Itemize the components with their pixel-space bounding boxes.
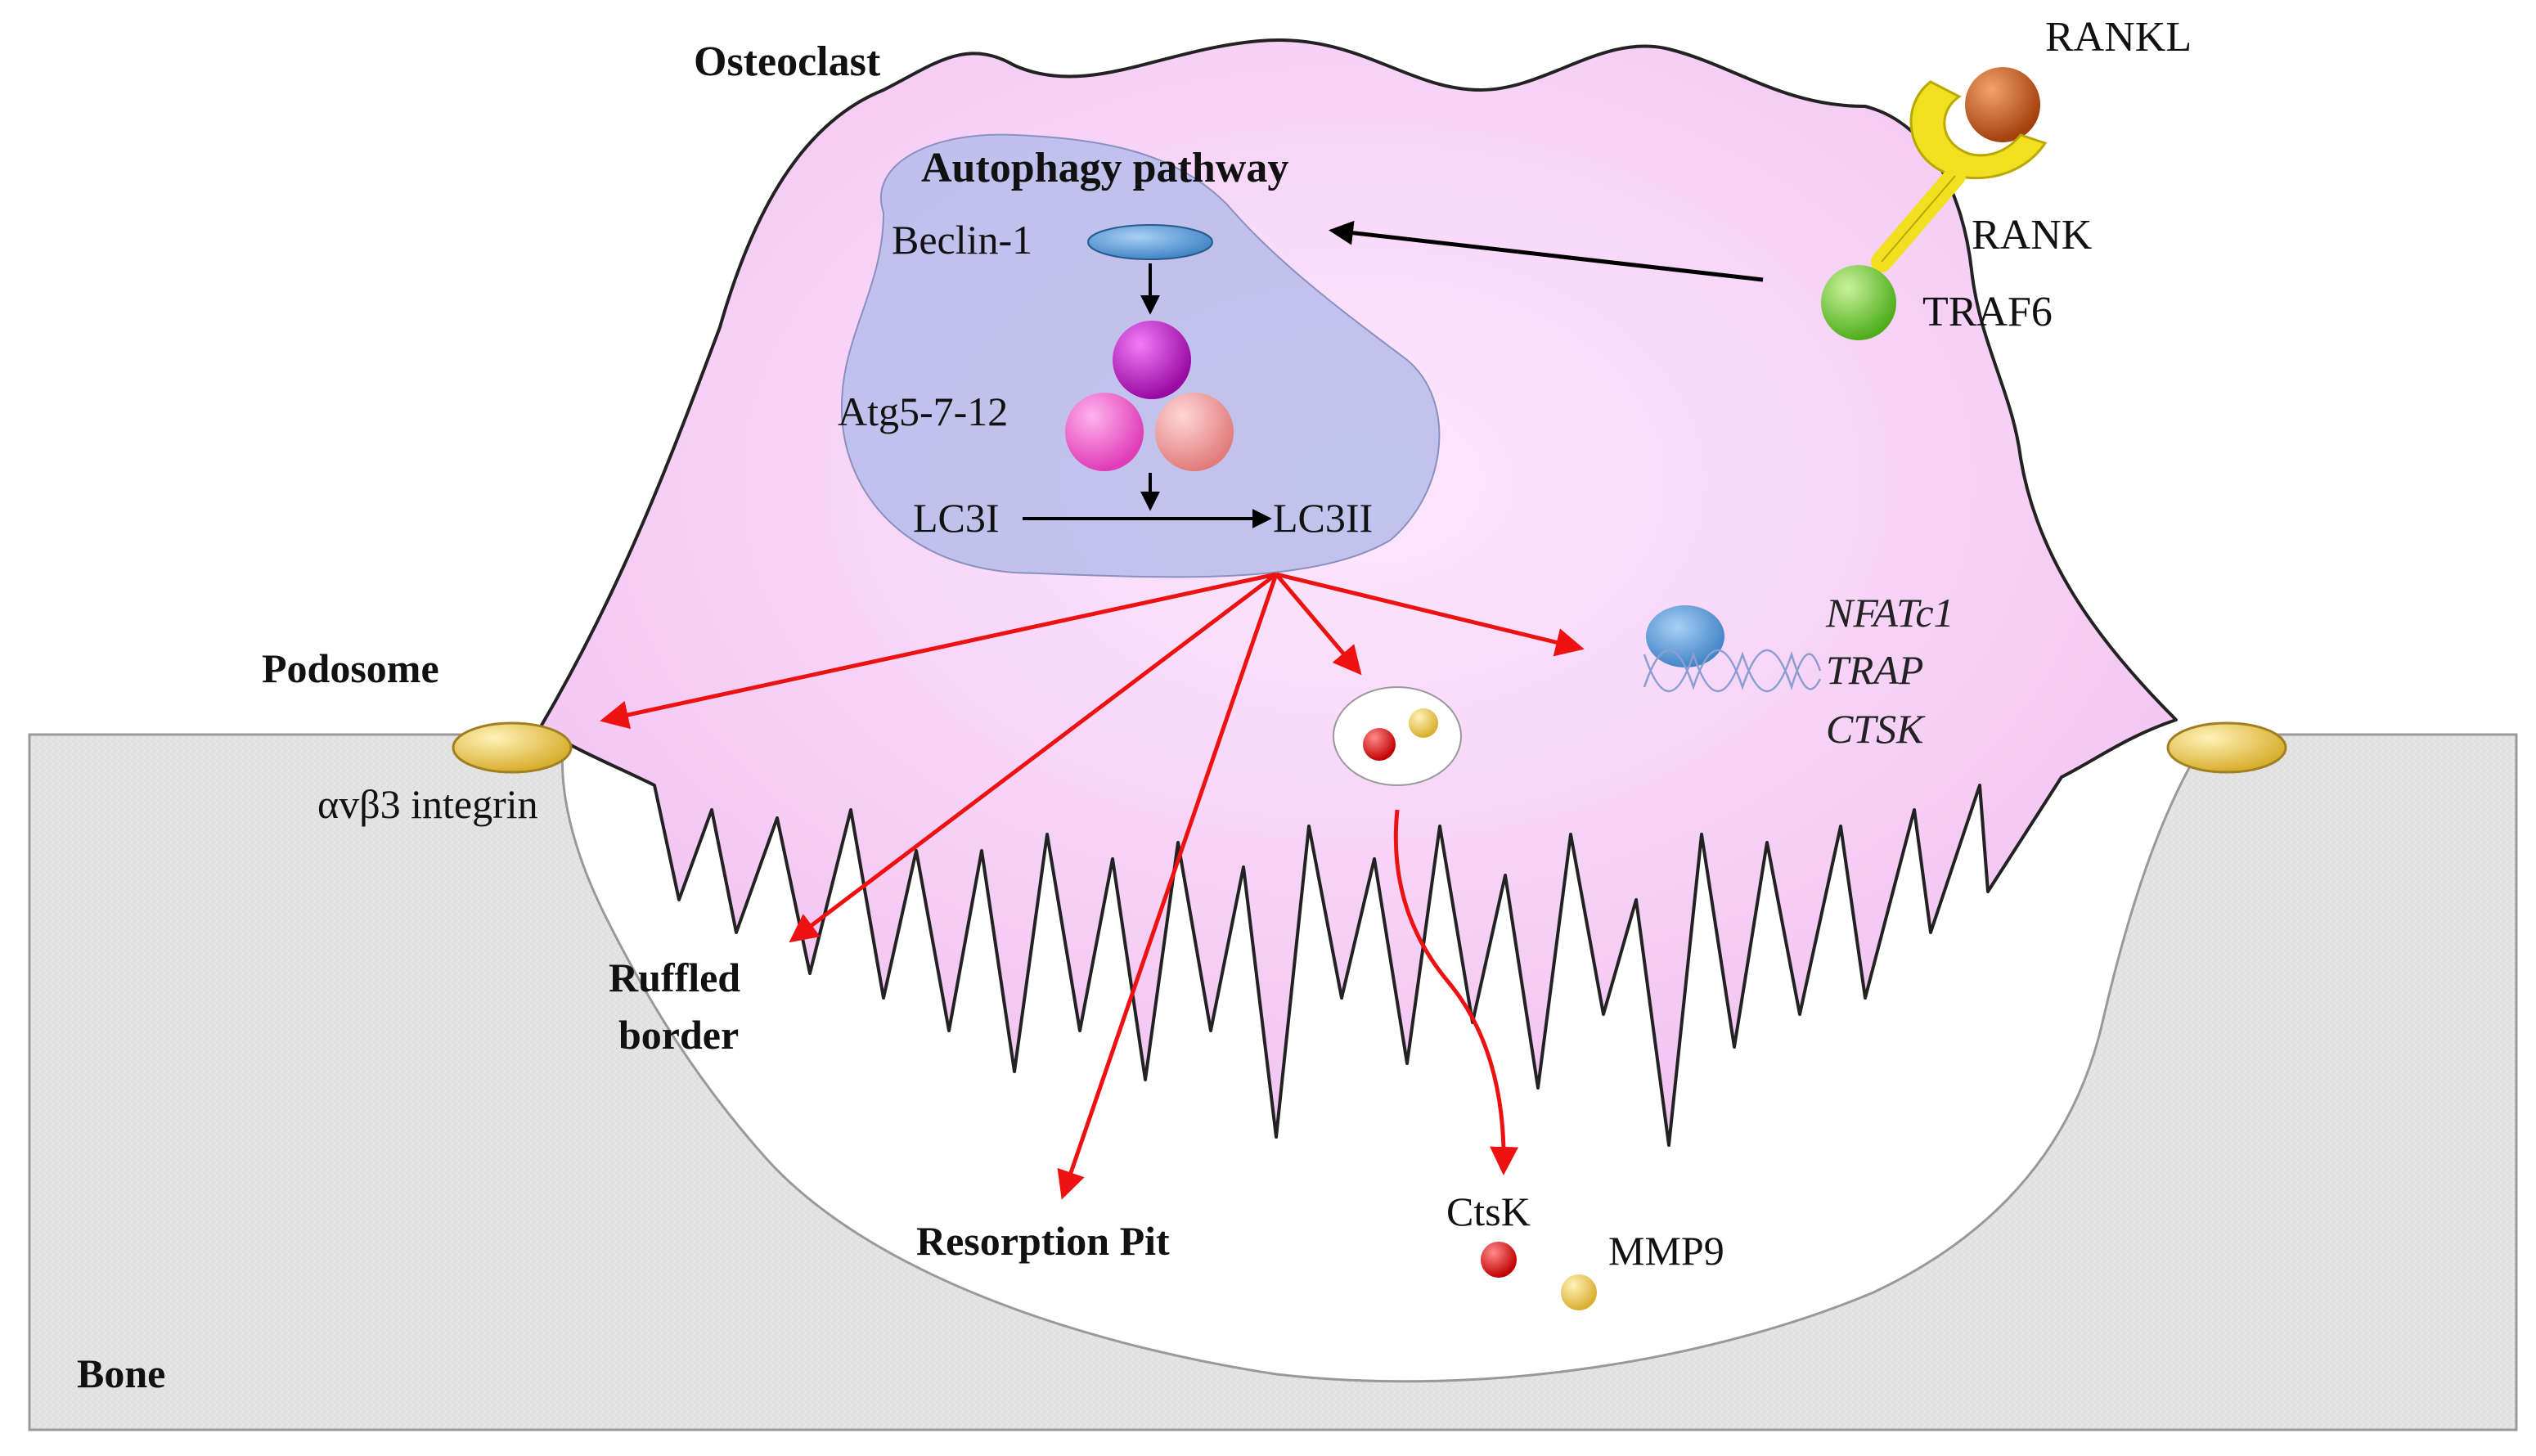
mmp9-dot-icon — [1561, 1274, 1597, 1310]
dna-helix-icon — [1643, 649, 1822, 692]
atg-left-icon — [1065, 393, 1144, 471]
beclin1-icon — [1087, 224, 1213, 260]
resorption-pit-label: Resorption Pit — [916, 1218, 1170, 1264]
integrin-label: αvβ3 integrin — [317, 781, 538, 827]
rankl-label: RANKL — [2045, 14, 2192, 61]
red-arrows — [600, 572, 1585, 1200]
mmp9-label: MMP9 — [1608, 1228, 1724, 1274]
ruffled-border-label-line2: border — [618, 1012, 739, 1058]
traf6-to-autophagy-arrow — [1329, 220, 1764, 282]
atg-right-icon — [1155, 393, 1234, 471]
bone — [28, 733, 2518, 1431]
arrow-to-resorption-pit — [1057, 573, 1279, 1200]
gene-label-trap: TRAP — [1826, 647, 1923, 693]
rank-receptor-icon — [1909, 80, 2048, 180]
traf6-label: TRAF6 — [1922, 289, 2053, 335]
ctsk-label: CtsK — [1446, 1189, 1531, 1234]
gene-label-nfatc1: NFATc1 — [1825, 590, 1954, 636]
rank-label: RANK — [1972, 212, 2093, 258]
arrow-to-podosome — [600, 572, 1277, 730]
ctsk-dot-icon — [1481, 1242, 1517, 1278]
integrin-left-icon — [452, 721, 573, 774]
autophagy-pathway-label: Autophagy pathway — [921, 145, 1288, 191]
osteoclast-label: Osteoclast — [694, 38, 881, 85]
lc3ii-label: LC3II — [1273, 495, 1373, 541]
atg-label: Atg5-7-12 — [838, 389, 1008, 434]
arrow-vesicle-to-ctsk — [1393, 809, 1519, 1175]
gene-label-ctsk: CTSK — [1826, 706, 1926, 752]
traf6-icon — [1821, 265, 1896, 340]
bone-label: Bone — [77, 1350, 165, 1396]
rankl-icon — [1965, 67, 2040, 142]
lc3i-label: LC3I — [913, 495, 1000, 541]
vesicle-ctsk-dot — [1363, 728, 1396, 761]
integrin-right-icon — [2166, 721, 2287, 774]
vesicle-mmp9-dot — [1409, 708, 1438, 738]
arrow-to-vesicle — [1275, 573, 1362, 676]
vesicle-icon — [1333, 686, 1462, 786]
podosome-label: Podosome — [262, 645, 439, 691]
arrow-to-nucleus — [1275, 572, 1585, 657]
atg-top-icon — [1113, 321, 1191, 399]
ruffled-border-label-line1: Ruffled — [609, 955, 740, 1000]
beclin1-label: Beclin-1 — [892, 217, 1032, 263]
arrow-to-ruffled-border — [789, 573, 1278, 943]
